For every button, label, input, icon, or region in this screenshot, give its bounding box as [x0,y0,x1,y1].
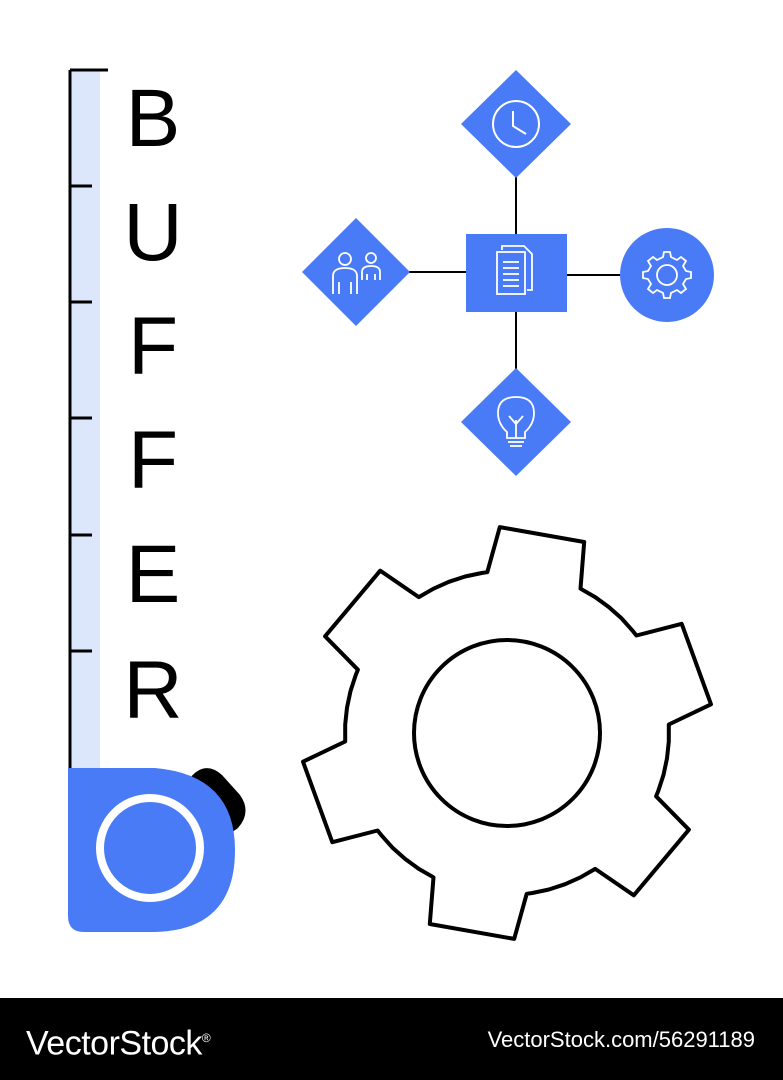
brand-name: VectorStock [26,1024,202,1063]
buffer-letter: E [125,529,181,620]
square-shape [466,234,567,312]
large-gear-icon [301,525,713,941]
buffer-illustration [68,68,714,941]
tape-measure-icon [68,68,246,932]
diamond-shape [461,70,571,178]
tape-strip [70,70,100,770]
watermark-image-id: VectorStock.com/56291189 [487,1027,755,1052]
buffer-letter: B [125,73,181,164]
watermark-footer: VectorStock® VectorStock.com/56291189 [0,998,783,1080]
buffer-letter: F [127,301,179,392]
gear-node [620,228,714,322]
document-node [466,234,567,312]
clock-node [461,70,571,178]
document-icon [496,245,533,295]
buffer-letter: F [127,415,179,506]
lightbulb-icon [497,396,535,447]
buffer-letter: R [123,645,183,736]
lightbulb-node [461,368,571,476]
large-gear-hole [412,638,602,828]
people-node [302,218,410,326]
buffer-letter: U [123,187,183,278]
people-icon [332,252,381,294]
registered-mark: ® [201,1031,211,1045]
tape-case-ring [96,794,204,902]
process-diagram [302,70,714,476]
circle-shape [620,228,714,322]
clock-icon [492,100,540,148]
gear-icon [642,251,692,299]
watermark-brand: VectorStock® [26,1016,211,1065]
